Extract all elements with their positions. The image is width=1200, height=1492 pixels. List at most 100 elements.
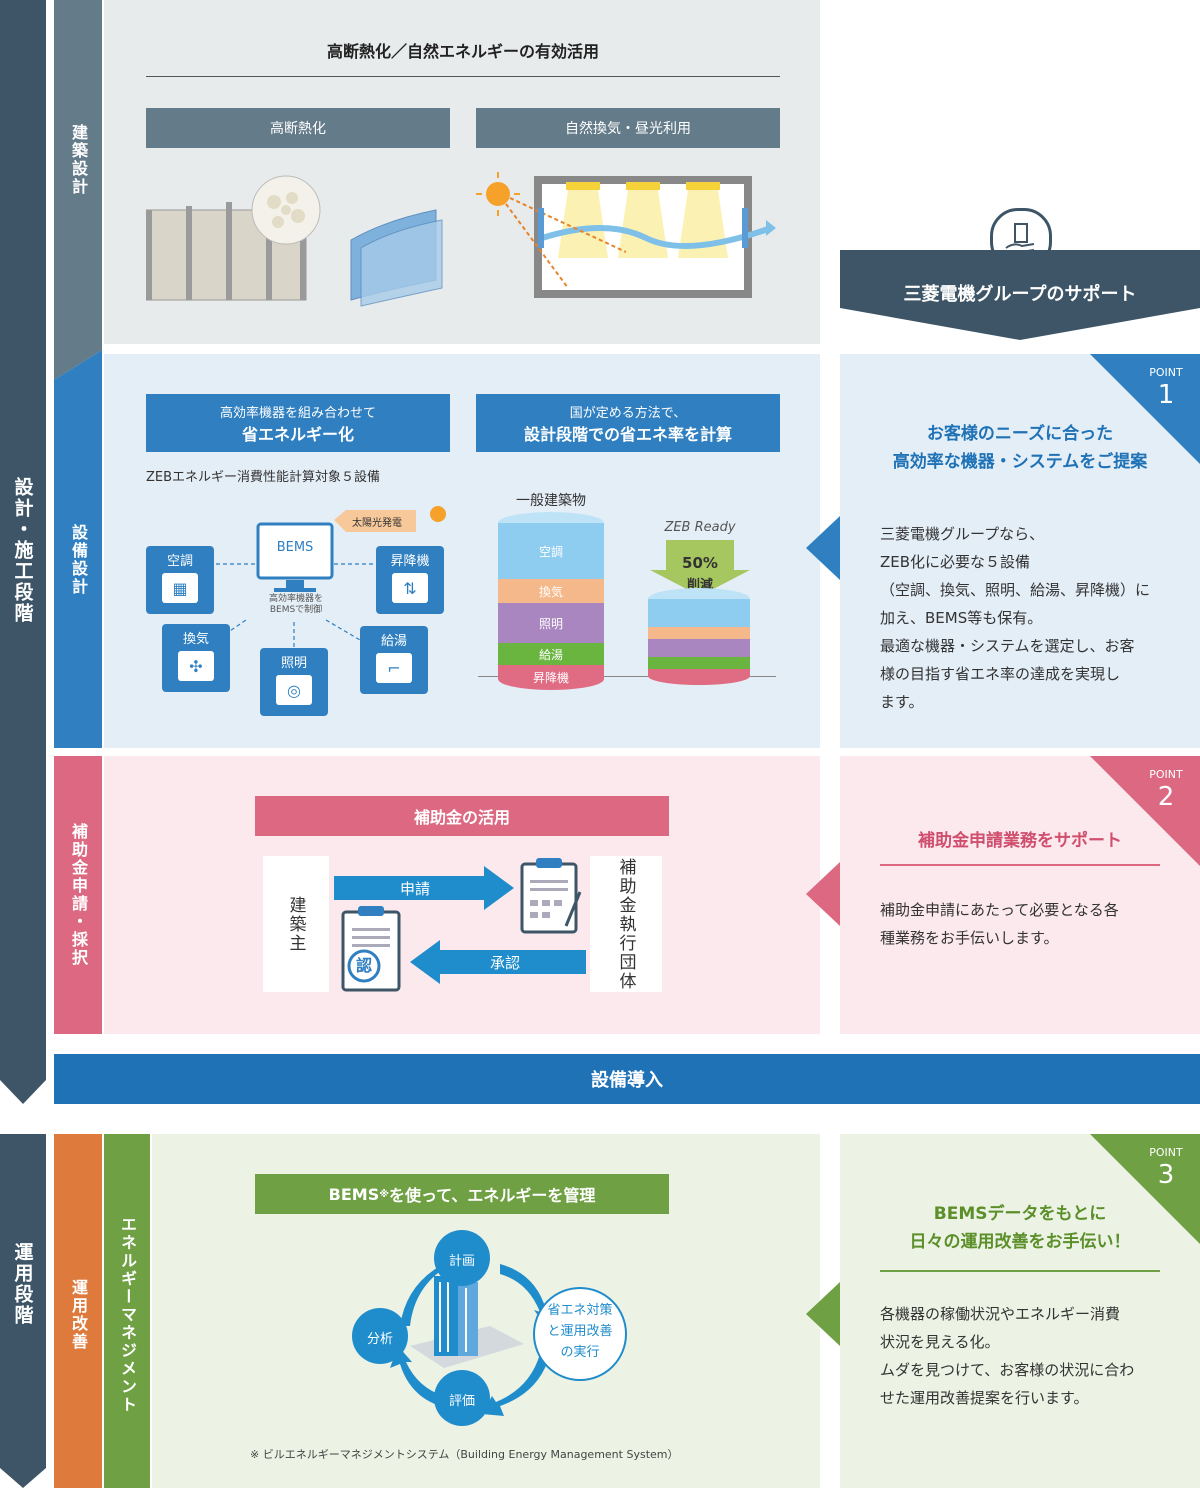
point3-heading: BEMSデータをもとに 日々の運用改善をお手伝い！ [860,1200,1180,1256]
point3-rule [880,1270,1160,1272]
zeb-ventilation [648,627,750,639]
body-line: 種業務をお手伝いします。 [880,929,1059,947]
point3-corner [1090,1134,1200,1244]
support-banner [840,250,1200,340]
pdca-cycle-diagram [352,1230,627,1426]
point3-number: 3 [1157,1160,1175,1190]
layer-label: 昇降機 [532,671,569,685]
device-hot-water: 給湯 ⌐ [360,626,428,694]
device-label: 換気 [182,632,209,647]
body-line: ます。 [880,693,924,711]
bems-note-line2: BEMSで制御 [269,605,323,615]
install-bar: 設備導入 [54,1054,1200,1104]
section-label-energy-mgmt: エネルギーマネジメント [118,1216,137,1414]
device-label: 空調 [166,554,193,569]
point3-heading-line1: BEMSデータをもとに [933,1204,1107,1224]
reduction-percent: 50% [682,554,718,572]
body-line: ZEB化に必要な５設備 [880,553,1031,571]
layer-label: 空調 [538,544,563,559]
layer-hot-water: 給湯 [498,643,604,665]
phase-bar-design: 設計・施工段階 [0,0,46,1104]
insulation-illustration [146,175,443,307]
architecture-title: 高断熱化／自然エネルギーの有効活用 [326,42,599,61]
point1-number: 1 [1157,380,1175,410]
air-conditioner-icon: ▦ [162,573,198,603]
equipment-bar-left-line1: 高効率機器を組み合わせて [219,405,376,421]
point3-panel [840,1134,1200,1488]
point1-heading: お客様のニーズに合った 高効率な機器・システムをご提案 [860,420,1180,476]
phase-arrow-operation [0,1134,46,1488]
cylinder-baseline [478,676,776,677]
approval-clipboard-icon [341,906,401,992]
layer-elevator: 昇降機 [498,665,604,690]
section-tab-architecture [54,0,102,380]
layer-air: 空調 [498,523,604,579]
pdca-execution: 省エネ対策 と運用改善 の実行 [534,1300,626,1363]
exec-line2: と運用改善 [547,1324,613,1339]
label-natural-ventilation: 自然換気・昼光利用 [476,108,780,148]
point2-number: 2 [1157,782,1175,812]
layer-label: 給湯 [538,647,563,662]
point3-point-label: POINT [1149,1146,1183,1159]
bems-network-lines [201,506,446,651]
section-tab-energy-mgmt [104,1134,150,1488]
device-label: 照明 [280,656,307,671]
equipment-bar-right: 国が定める方法で、 設計段階での省エネ率を計算 [476,394,780,452]
layer-ventilation: 換気 [498,579,604,603]
section-label-equipment: 設備設計 [69,524,88,596]
body-line: 三菱電機グループなら、 [880,525,1045,543]
point1-panel [840,354,1200,748]
fan-icon: ✣ [178,651,214,681]
faucet-icon: ⌐ [376,653,412,683]
approve-arrow [410,940,586,984]
point1-corner [1090,354,1200,464]
zeb-lighting [648,639,750,657]
agency-line2: 執行団体 [615,914,636,991]
point1-body: 三菱電機グループなら、 ZEB化に必要な５設備 （空調、換気、照明、給湯、昇降機… [880,520,1180,716]
subsidy-title: 補助金の活用 [255,796,669,836]
architecture-title-rule [146,76,780,77]
bems-title-mark: ※ [379,1188,389,1200]
body-line: 加え、BEMS等も保有。 [880,609,1043,627]
bems-screen-label: BEMS [276,540,314,555]
point1-heading-line1: お客様のニーズに合った [926,424,1114,444]
zeb-ready-label: ZEB Ready [664,520,736,535]
pdca-analysis: 分析 [366,1332,393,1347]
general-building-label: 一般建築物 [516,493,586,509]
body-line: せた運用改善提案を行います。 [880,1389,1089,1407]
device-lighting: 照明 ◎ [260,648,328,716]
point1-arrow [806,516,840,580]
device-ventilation: 換気 ✣ [162,624,230,692]
point1-heading-line2: 高効率な機器・システムをご提案 [892,452,1148,472]
bems-title-post: を使って、エネルギーを管理 [388,1186,596,1205]
section-tab-subsidy [54,756,102,1034]
section-tab-improvement [54,1134,102,1488]
body-line: 最適な機器・システムを選定し、お客 [880,637,1135,655]
pdca-evaluation: 評価 [448,1394,475,1409]
zeb-elevator [648,669,750,685]
device-label: 昇降機 [390,554,430,569]
ventilation-illustration [476,172,776,298]
elevator-icon: ⇅ [392,573,428,603]
device-label: 給湯 [380,634,407,649]
light-bulb-icon: ◎ [276,675,312,705]
bems-title-pre: BEMS [328,1184,380,1204]
agency-line1: 補助金 [615,857,636,915]
phase-label-operation: 運用段階 [11,1242,34,1326]
point1-point-label: POINT [1149,366,1183,379]
equipment-bar-right-line2: 設計段階での省エネ率を計算 [523,424,732,444]
body-line: 各機器の稼働状況やエネルギー消費 [880,1305,1121,1323]
approve-label: 承認 [489,954,520,972]
section-tab-equipment [54,350,102,748]
body-line: 状況を見える化。 [880,1333,1000,1351]
exec-line1: 省エネ対策 [547,1303,613,1318]
apply-arrow [334,866,514,910]
pdca-plan: 計画 [448,1254,475,1269]
label-insulation: 高断熱化 [146,108,450,148]
body-line: 様の目指す省エネ率の達成を実現し [880,665,1121,683]
body-line: ムダを見つけて、お客様の状況に合わ [880,1361,1135,1379]
point2-rule [880,864,1160,866]
body-line: 補助金申請にあたって必要となる各 [880,901,1119,919]
section-label-improvement: 運用改善 [69,1279,88,1351]
zeb-ready-cylinder [648,588,750,688]
